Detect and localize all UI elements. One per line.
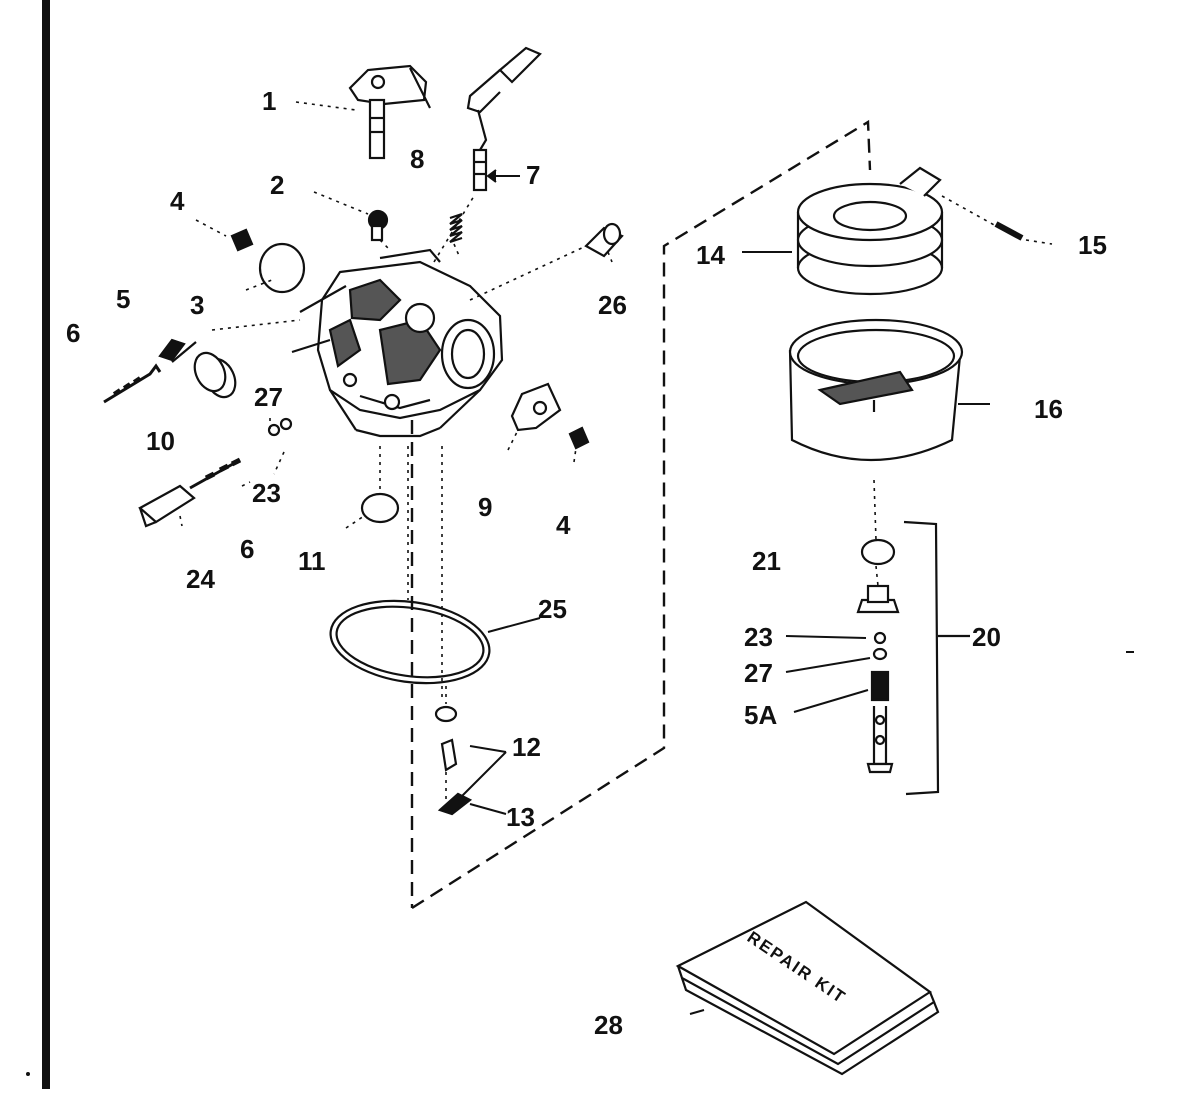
callout-27-left: 27 bbox=[254, 382, 283, 412]
callout-12: 12 bbox=[512, 732, 541, 762]
part-14-float bbox=[796, 166, 944, 296]
part-2-screw bbox=[367, 209, 389, 242]
part-9-clip bbox=[510, 382, 562, 432]
callout-4-upper: 4 bbox=[170, 186, 185, 216]
callout-28: 28 bbox=[594, 1010, 623, 1040]
callout-14: 14 bbox=[696, 240, 725, 270]
part-28-repair-kit bbox=[675, 900, 940, 1076]
callout-2: 2 bbox=[270, 170, 285, 200]
part-13-needle-clip bbox=[437, 792, 473, 816]
callout-23-left: 23 bbox=[252, 478, 281, 508]
callout-9: 9 bbox=[478, 492, 493, 522]
callout-13: 13 bbox=[506, 802, 535, 832]
part-25-gasket bbox=[329, 599, 491, 685]
callout-3: 3 bbox=[190, 290, 205, 320]
carburetor-body bbox=[291, 248, 504, 438]
callout-11: 11 bbox=[298, 546, 326, 576]
page-margin-rule bbox=[42, 0, 50, 1089]
callout-26: 26 bbox=[598, 290, 627, 320]
part-16-float-bowl bbox=[788, 318, 964, 462]
part-11-plug bbox=[360, 492, 400, 524]
callout-20: 20 bbox=[972, 622, 1001, 652]
part-4-screw-lower bbox=[568, 426, 590, 450]
callout-23-right: 23 bbox=[744, 622, 773, 652]
part-24-main-jet-assembly bbox=[138, 417, 293, 528]
part-3-throttle-plate bbox=[258, 242, 306, 294]
callout-16: 16 bbox=[1034, 394, 1063, 424]
dashed-group-outline bbox=[410, 119, 872, 910]
part-5-6-idle-needle bbox=[103, 338, 197, 404]
part-4-screw-upper bbox=[230, 228, 254, 252]
part-10-seal bbox=[193, 351, 237, 399]
callout-5: 5 bbox=[116, 284, 131, 314]
callout-15: 15 bbox=[1078, 230, 1107, 260]
callout-27-right: 27 bbox=[744, 658, 773, 688]
part-8-spring bbox=[449, 212, 463, 244]
callout-25: 25 bbox=[538, 594, 567, 624]
callout-7: 7 bbox=[526, 160, 541, 190]
callout-1: 1 bbox=[262, 86, 277, 116]
part-12-inlet-needle bbox=[434, 705, 458, 772]
leader-lines bbox=[179, 101, 1053, 800]
bracket-20 bbox=[903, 520, 940, 796]
part-15-float-pin bbox=[994, 221, 1024, 241]
arrow-leaders bbox=[461, 169, 990, 1015]
callout-6-lower: 6 bbox=[240, 534, 255, 564]
callout-4-lower: 4 bbox=[556, 510, 571, 540]
callout-24: 24 bbox=[186, 564, 215, 594]
callout-6-upper: 6 bbox=[66, 318, 81, 348]
part-1-throttle-shaft bbox=[348, 64, 431, 160]
callout-8: 8 bbox=[410, 144, 425, 174]
part-26-fuel-fitting bbox=[584, 222, 624, 258]
part-20-bowl-nut-assembly bbox=[856, 538, 900, 774]
callout-5a: 5A bbox=[744, 700, 778, 730]
callout-21: 21 bbox=[752, 546, 781, 576]
callout-10: 10 bbox=[146, 426, 175, 456]
part-7-choke-lever bbox=[466, 46, 542, 192]
